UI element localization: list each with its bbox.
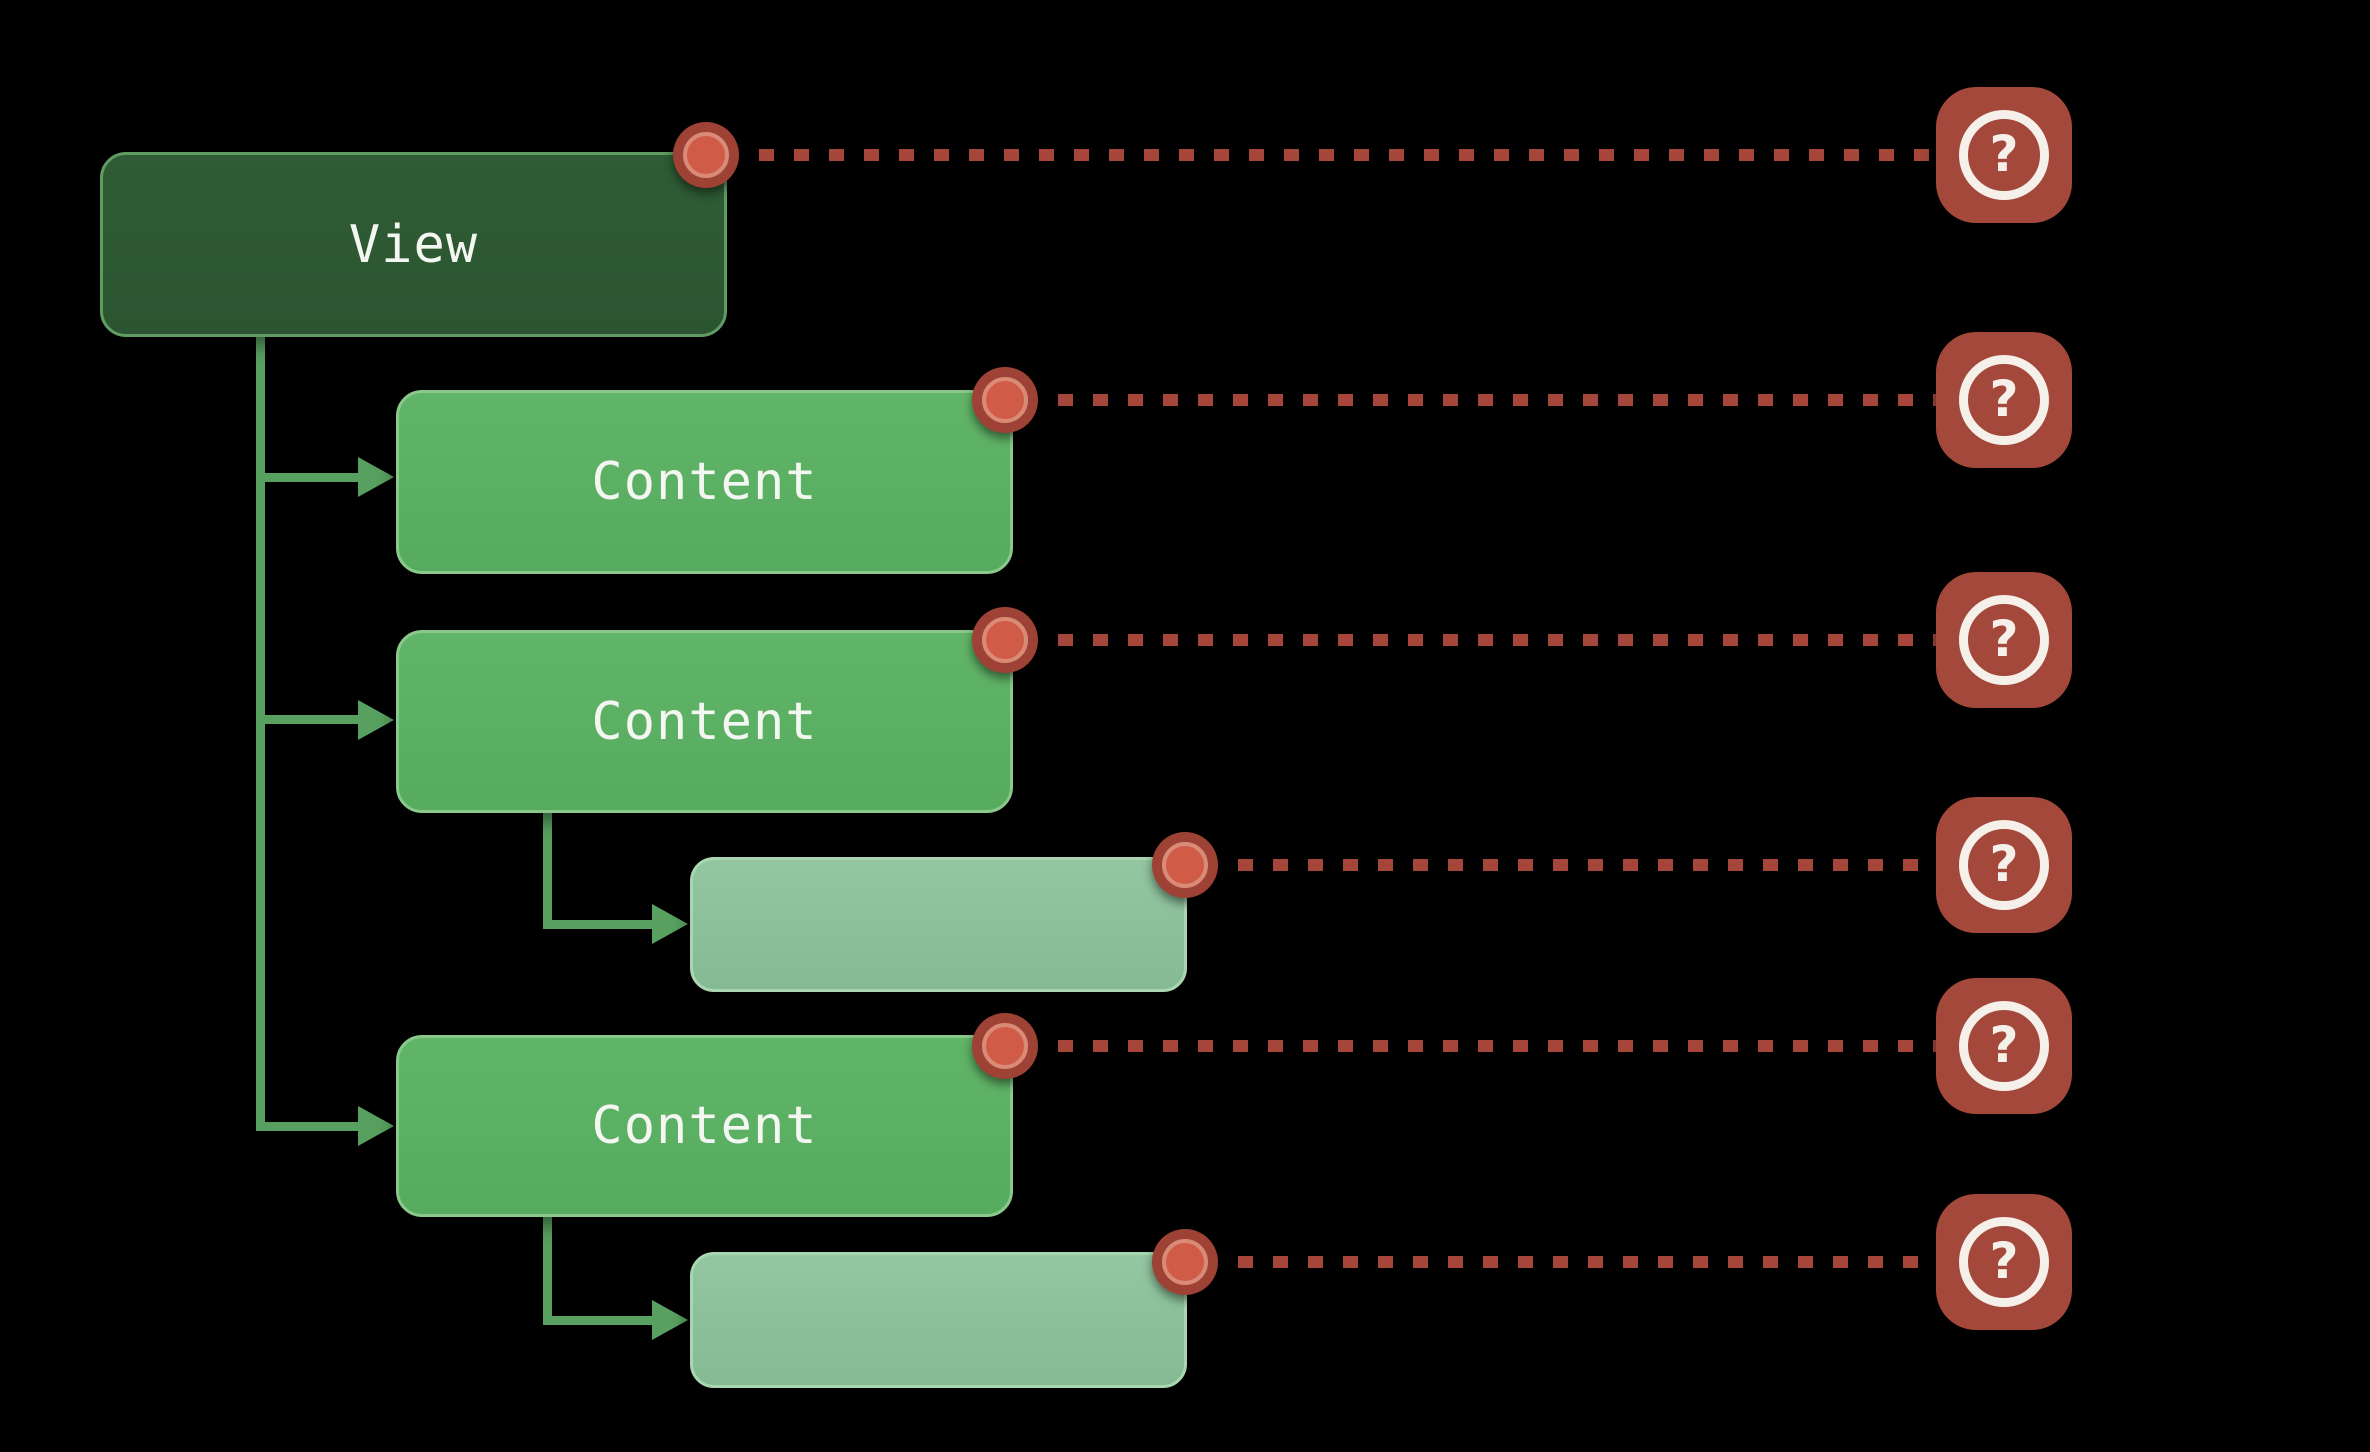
question-glyph: ? — [1989, 1016, 2019, 1074]
node-label: View — [348, 214, 479, 275]
branch-line-2 — [256, 715, 358, 724]
question-mark-icon: ? — [1959, 355, 2049, 445]
tree-trunk-line — [256, 337, 265, 1131]
dashed-link-line — [1238, 1256, 1936, 1268]
link-dot-core — [1162, 842, 1208, 888]
question-glyph: ? — [1989, 1232, 2019, 1290]
link-dot-core — [1162, 1239, 1208, 1285]
link-dot-core — [982, 377, 1028, 423]
question-badge: ? — [1936, 797, 2072, 933]
question-glyph: ? — [1989, 835, 2019, 893]
question-glyph: ? — [1989, 370, 2019, 428]
dashed-link-line — [1058, 394, 1936, 406]
question-badge: ? — [1936, 572, 2072, 708]
node-view: View — [100, 152, 727, 337]
question-glyph: ? — [1989, 610, 2019, 668]
arrow-right-icon — [358, 1106, 394, 1146]
dashed-link-line — [759, 149, 1936, 161]
arrow-right-icon — [652, 904, 688, 944]
link-dot-core — [683, 132, 729, 178]
node-content-2: Content — [396, 630, 1013, 813]
link-dot-core — [982, 617, 1028, 663]
question-mark-icon: ? — [1959, 1217, 2049, 1307]
link-dot-icon — [1152, 832, 1218, 898]
question-mark-icon: ? — [1959, 595, 2049, 685]
node-subview-1 — [690, 857, 1187, 992]
node-label: Content — [591, 1096, 818, 1156]
subtree-line-2-vertical — [543, 1217, 552, 1325]
question-badge: ? — [1936, 978, 2072, 1114]
dashed-link-line — [1058, 1040, 1936, 1052]
link-dot-icon — [1152, 1229, 1218, 1295]
question-glyph: ? — [1989, 125, 2019, 183]
node-subview-2 — [690, 1252, 1187, 1388]
branch-line-1 — [256, 473, 358, 482]
link-dot-icon — [972, 1013, 1038, 1079]
question-mark-icon: ? — [1959, 820, 2049, 910]
node-content-1: Content — [396, 390, 1013, 574]
subtree-line-1-horizontal — [543, 920, 652, 929]
arrow-right-icon — [358, 457, 394, 497]
arrow-right-icon — [652, 1300, 688, 1340]
question-badge: ? — [1936, 1194, 2072, 1330]
question-mark-icon: ? — [1959, 1001, 2049, 1091]
question-badge: ? — [1936, 332, 2072, 468]
link-dot-icon — [972, 367, 1038, 433]
node-label: Content — [591, 452, 818, 512]
link-dot-icon — [673, 122, 739, 188]
node-content-3: Content — [396, 1035, 1013, 1217]
arrow-right-icon — [358, 700, 394, 740]
link-dot-icon — [972, 607, 1038, 673]
question-badge: ? — [1936, 87, 2072, 223]
link-dot-core — [982, 1023, 1028, 1069]
branch-line-3 — [256, 1122, 358, 1131]
subtree-line-1-vertical — [543, 812, 552, 929]
subtree-line-2-horizontal — [543, 1316, 652, 1325]
node-label: Content — [591, 691, 818, 752]
question-mark-icon: ? — [1959, 110, 2049, 200]
dashed-link-line — [1238, 859, 1936, 871]
dashed-link-line — [1058, 634, 1936, 646]
